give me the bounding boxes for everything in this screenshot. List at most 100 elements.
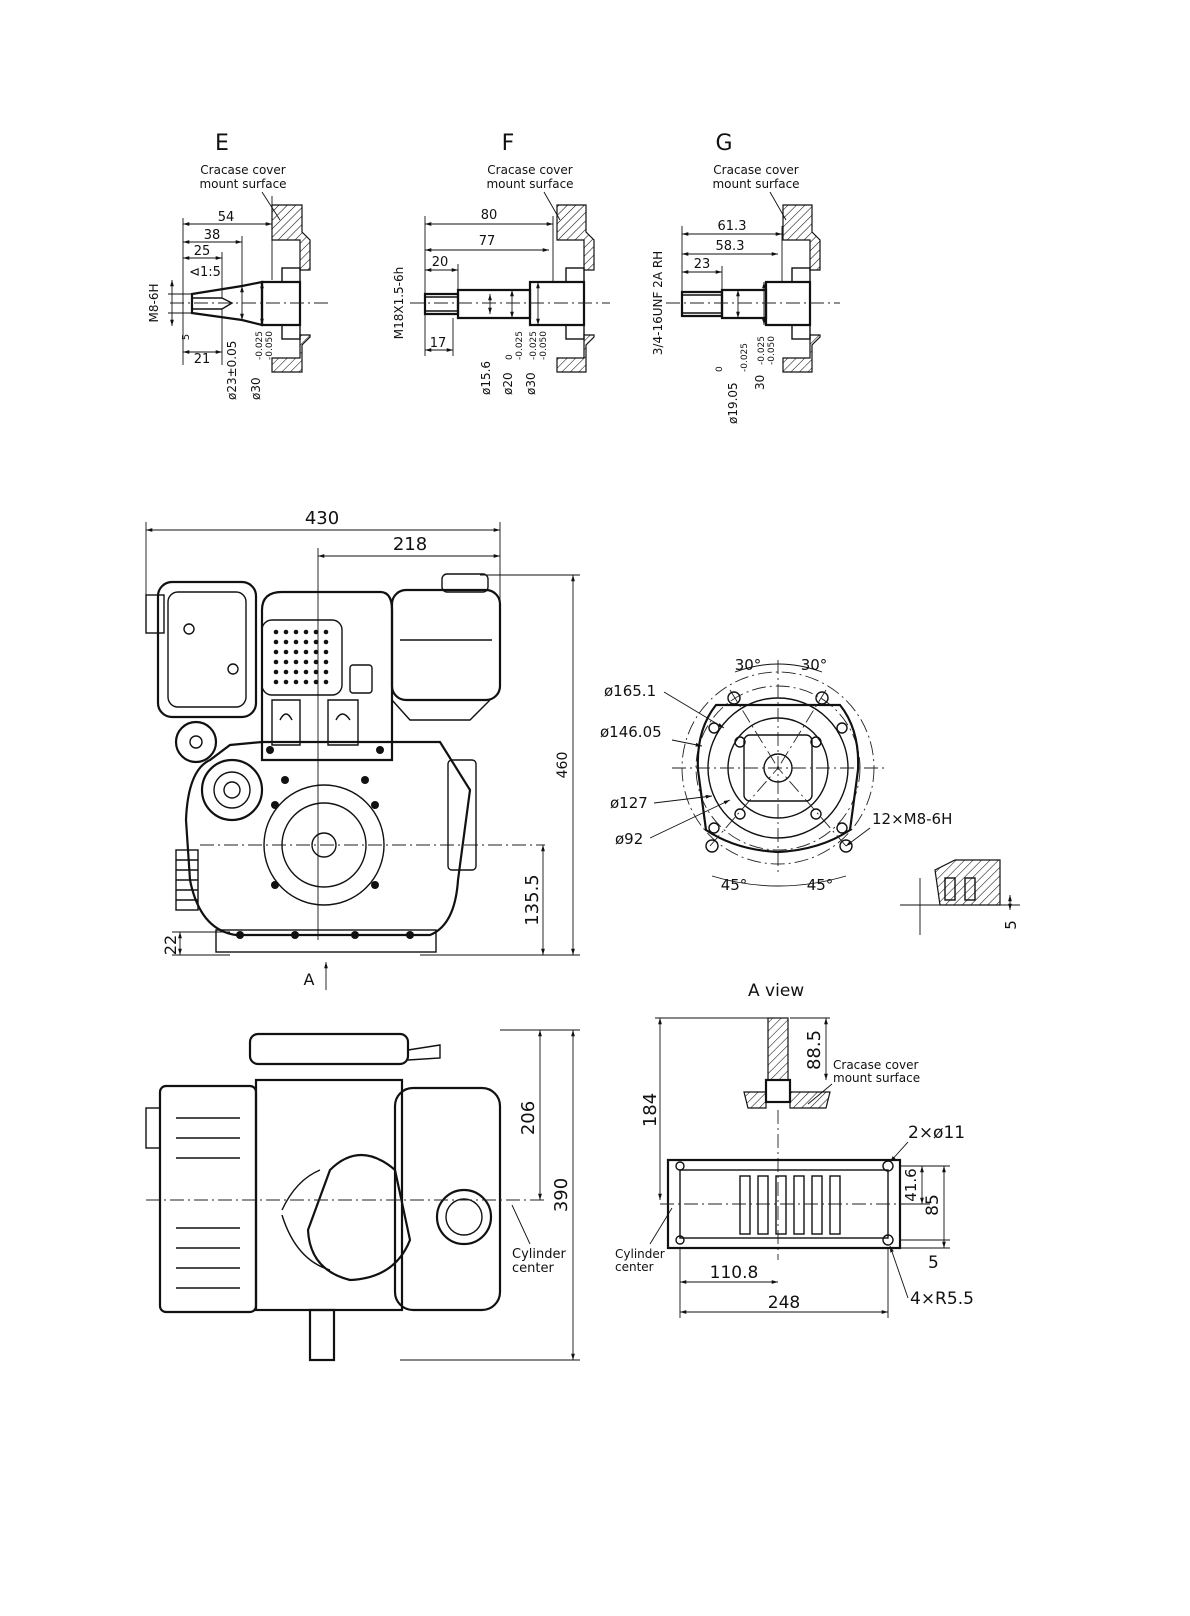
svg-text:-0.050: -0.050 xyxy=(539,331,549,360)
detail-g: G Cracase cover mount surface 61.3 58.3 … xyxy=(651,131,840,424)
fuel-tank-top xyxy=(393,1086,502,1312)
svg-text:110.8: 110.8 xyxy=(710,1263,759,1283)
angle-top-left: 30° xyxy=(735,656,762,674)
detail-e-seal-bottom xyxy=(281,324,301,340)
svg-text:-0.025: -0.025 xyxy=(515,331,525,360)
dim-e-dia23: ø23±0.05 xyxy=(225,341,239,400)
svg-text:41.6: 41.6 xyxy=(902,1168,920,1201)
dim-g-dia19: ø19.05 xyxy=(726,382,740,424)
svg-text:184: 184 xyxy=(640,1093,661,1127)
svg-text:mount surface: mount surface xyxy=(486,177,573,191)
detail-g-shaft-body xyxy=(764,280,812,327)
dim-f-thread: M18X1.5-6h xyxy=(392,267,406,340)
svg-text:mount surface: mount surface xyxy=(833,1071,920,1085)
pto-shaft-end xyxy=(311,832,337,858)
air-cleaner-top xyxy=(158,1084,258,1314)
detail-f-housing-bottom xyxy=(556,334,595,373)
svg-text:248: 248 xyxy=(768,1293,800,1313)
intake-grille xyxy=(261,619,343,696)
svg-text:-0.050: -0.050 xyxy=(767,336,777,365)
detail-f-housing-top xyxy=(556,204,595,271)
detail-g-title: G xyxy=(715,131,732,156)
engine-top xyxy=(254,1078,404,1312)
svg-text:61.3: 61.3 xyxy=(718,219,747,234)
label-2-holes: 2×ø11 xyxy=(908,1123,965,1143)
svg-text:58.3: 58.3 xyxy=(716,239,745,254)
detail-e: E Cracase cover mount surface 54 38 25 ⊲… xyxy=(147,131,330,400)
detail-g-housing-top xyxy=(782,204,821,271)
label-dia127: ø127 xyxy=(610,794,648,812)
svg-text:38: 38 xyxy=(204,228,221,243)
svg-text:77: 77 xyxy=(479,234,496,249)
detail-g-shaft-thread xyxy=(680,290,724,318)
a-view: A view 88.5 Cracase cover mount surface … xyxy=(615,981,974,1318)
flange-body xyxy=(696,703,860,854)
detail-f-title: F xyxy=(502,131,515,156)
detail-e-housing-bottom xyxy=(271,334,311,373)
angle-top-right: 30° xyxy=(801,656,828,674)
detail-e-surface-label-1: Cracase cover xyxy=(200,163,285,177)
detail-e-seal-top xyxy=(281,267,301,283)
detail-g-housing-bottom xyxy=(782,334,821,373)
label-dia92: ø92 xyxy=(615,830,643,848)
detail-g-shaft-mid xyxy=(720,288,768,320)
detail-f-shaft-mid xyxy=(456,288,532,320)
dim-f-dia20: ø20 xyxy=(501,372,515,395)
svg-text:460: 460 xyxy=(555,752,571,779)
svg-text:Cracase cover: Cracase cover xyxy=(487,163,572,177)
svg-text:23: 23 xyxy=(694,257,711,272)
svg-text:22: 22 xyxy=(161,935,180,955)
flange-view: 30° 30° 45° 45° ø165.1 ø146.05 ø127 ø92 … xyxy=(600,656,1020,935)
svg-text:80: 80 xyxy=(481,208,498,223)
base-holes xyxy=(675,1160,894,1246)
thread-section xyxy=(934,859,1001,906)
label-dia146: ø146.05 xyxy=(600,723,662,741)
cylinder-center-label-1: Cylinder xyxy=(512,1247,566,1262)
svg-text:A: A xyxy=(304,970,315,989)
svg-text:mount surface: mount surface xyxy=(712,177,799,191)
recoil-knob xyxy=(174,720,218,764)
engine-base xyxy=(215,929,437,953)
svg-text:Cracase cover: Cracase cover xyxy=(833,1058,918,1072)
svg-text:88.5: 88.5 xyxy=(804,1030,825,1070)
detail-e-shaft-body xyxy=(260,280,302,327)
fuel-cap xyxy=(441,573,489,593)
air-cleaner xyxy=(156,580,258,719)
starter-hub xyxy=(200,758,264,822)
svg-text:center: center xyxy=(615,1260,654,1274)
governor-linkage xyxy=(447,759,477,871)
svg-text:0: 0 xyxy=(505,354,515,360)
detail-e-shaft-taper xyxy=(190,280,264,327)
label-holes: 12×M8-6H xyxy=(872,810,952,828)
svg-text:21: 21 xyxy=(194,352,211,367)
dim-e-taper: ⊲1:5 xyxy=(189,265,221,280)
svg-text:218: 218 xyxy=(393,534,427,555)
svg-text:85: 85 xyxy=(923,1194,943,1216)
dim-flange-5: 5 xyxy=(1002,920,1020,930)
dim-a-5: 5 xyxy=(928,1253,939,1273)
bolts-front xyxy=(236,746,414,939)
grille-holes xyxy=(273,629,329,685)
dim-g-dia30: 30 xyxy=(753,375,767,390)
dim-g-thread: 3/4-16UNF 2A RH xyxy=(651,251,665,355)
label-4-radius: 4×R5.5 xyxy=(910,1289,974,1309)
svg-text:-0.025: -0.025 xyxy=(255,331,265,360)
pto-flange xyxy=(263,784,385,906)
svg-text:25: 25 xyxy=(194,244,211,259)
svg-text:Cracase cover: Cracase cover xyxy=(713,163,798,177)
svg-text:0: 0 xyxy=(715,366,725,372)
dim-e-5: 5 xyxy=(181,334,192,340)
dim-f-dia15: ø15.6 xyxy=(479,361,493,395)
svg-text:17: 17 xyxy=(430,336,447,351)
crankcase xyxy=(184,740,472,937)
pto-shaft-top xyxy=(308,1308,336,1362)
detail-e-housing-top xyxy=(271,204,311,271)
fuel-filler-top xyxy=(435,1188,493,1246)
angle-bottom-right: 45° xyxy=(807,876,834,894)
svg-text:20: 20 xyxy=(432,255,449,270)
svg-text:54: 54 xyxy=(218,210,235,225)
svg-text:206: 206 xyxy=(518,1101,539,1135)
label-dia165: ø165.1 xyxy=(604,682,656,700)
base-ribs xyxy=(739,1175,841,1235)
svg-text:Cylinder: Cylinder xyxy=(615,1247,665,1261)
